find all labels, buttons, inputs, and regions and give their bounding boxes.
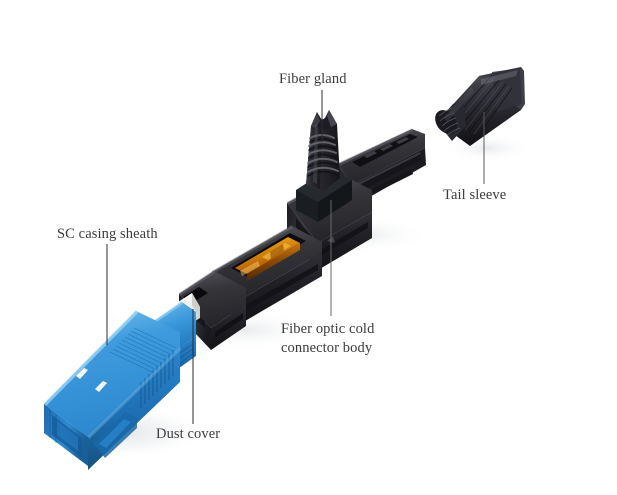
- tail-sleeve-part: [435, 67, 525, 146]
- label-fiber-gland: Fiber gland: [279, 71, 347, 87]
- fiber-gland-part: [296, 110, 352, 222]
- label-connector-body-line1: Fiber optic cold: [281, 321, 375, 337]
- splice-window-section: [212, 225, 322, 324]
- label-tail-sleeve: Tail sleeve: [443, 187, 507, 203]
- label-connector-body-line2: connector body: [281, 340, 373, 356]
- sc-casing-sheath-part: [44, 310, 181, 470]
- label-dust-cover: Dust cover: [156, 426, 221, 442]
- label-connector-body: Fiber optic cold connector body: [281, 320, 431, 358]
- leader-lines: [106, 90, 485, 424]
- label-sc-casing-sheath: SC casing sheath: [57, 226, 158, 242]
